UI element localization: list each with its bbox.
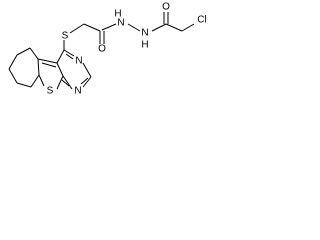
bond — [56, 62, 64, 77]
nh-1-h-label: H — [114, 9, 121, 20]
bond — [63, 49, 75, 57]
bond — [8, 68, 18, 84]
nh-2-h-label: H — [141, 40, 148, 51]
bond — [38, 74, 45, 87]
nh-1-n-label: N — [117, 18, 124, 29]
bond — [101, 23, 117, 31]
bond — [82, 76, 92, 88]
bond — [127, 23, 141, 32]
bond — [151, 23, 167, 32]
bond — [16, 47, 31, 56]
nh-2-n-label: N — [141, 28, 148, 39]
oxygen-1-label: O — [98, 44, 106, 55]
bond — [69, 23, 85, 34]
chlorine-label: Cl — [197, 15, 206, 26]
bond — [62, 75, 73, 90]
bond — [37, 58, 40, 76]
bond — [30, 74, 40, 88]
bond — [83, 23, 101, 32]
bond — [29, 47, 39, 60]
bond-lines — [8, 12, 195, 90]
pyrimidine-n-bottom-label: N — [74, 86, 81, 97]
pyrimidine-n-top-label: N — [75, 56, 82, 67]
bond — [65, 53, 74, 60]
bond — [41, 62, 57, 68]
thiophene-sulfur-label: S — [47, 86, 54, 97]
bond — [8, 54, 18, 70]
bond — [165, 23, 183, 32]
bond — [80, 77, 89, 85]
bond — [61, 79, 70, 87]
atom-labels: S S N N O H N N H O Cl — [47, 2, 207, 97]
bond — [181, 23, 195, 32]
bond — [37, 58, 58, 64]
bond — [56, 49, 65, 64]
bond — [82, 62, 92, 78]
chemical-structure-diagram: S S N N O H N N H O Cl — [8, 2, 207, 97]
bond — [56, 75, 64, 90]
sulfur-linker-label: S — [62, 31, 69, 42]
bond — [16, 82, 32, 88]
oxygen-2-label: O — [162, 2, 170, 13]
